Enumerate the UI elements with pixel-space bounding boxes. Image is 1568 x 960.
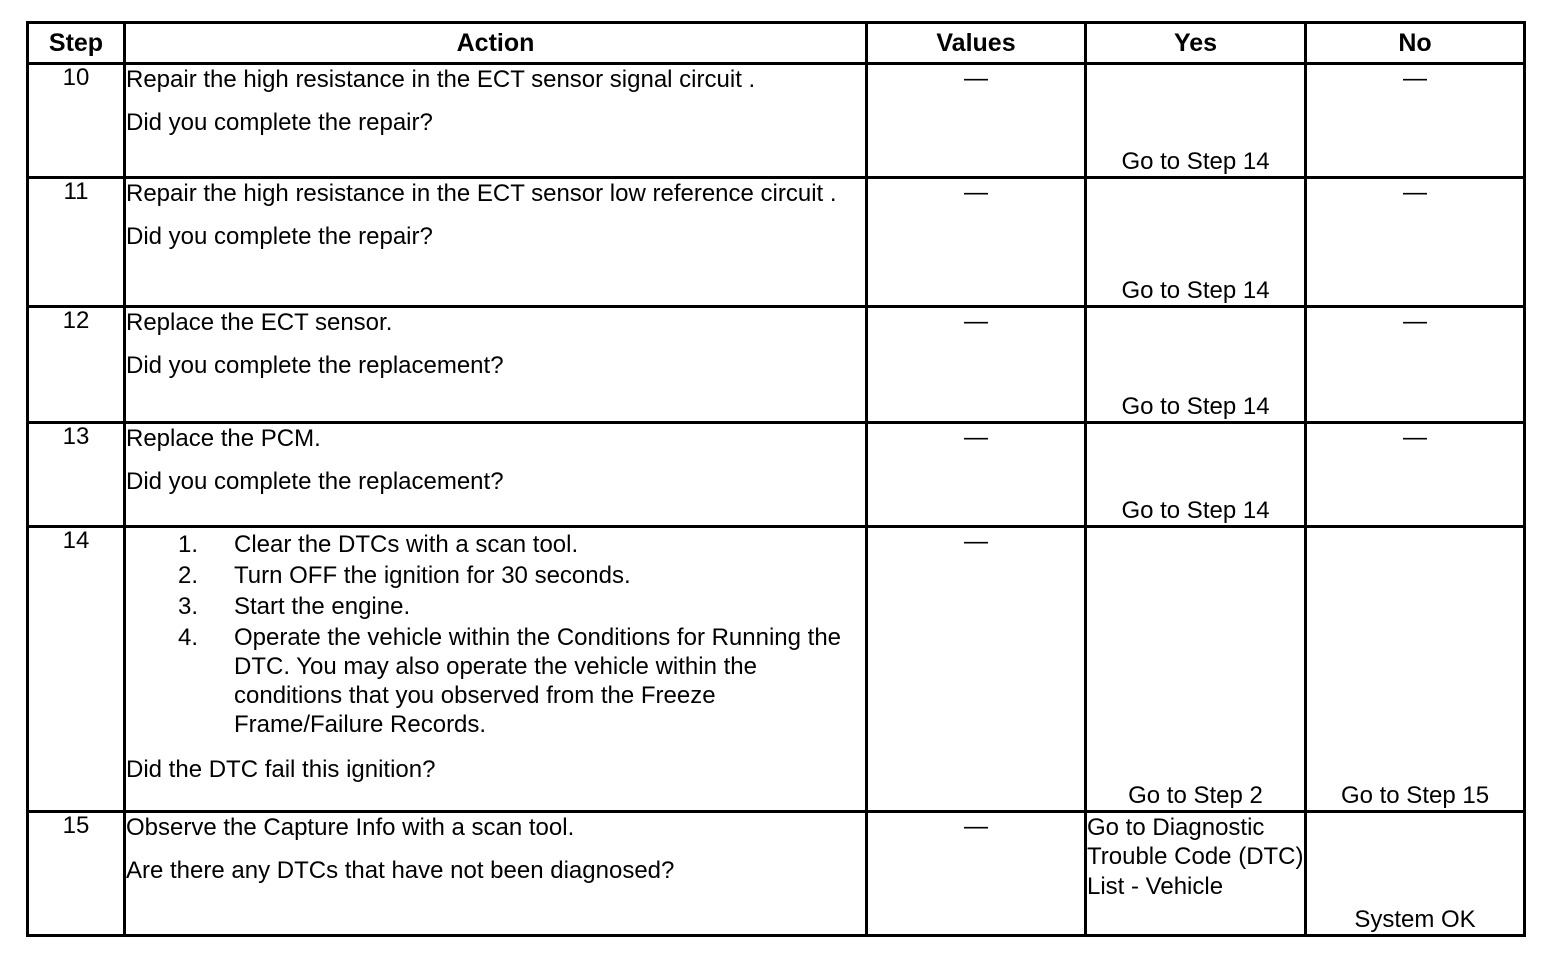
- yes-cell: Go to Step 14: [1084, 176, 1307, 308]
- action-spacer: [126, 842, 865, 856]
- values-cell: —: [865, 176, 1087, 308]
- values-cell: —: [865, 62, 1087, 179]
- list-item: Operate the vehicle within the Condition…: [178, 623, 842, 739]
- table-header-row: Step Action Values Yes No: [26, 21, 1526, 65]
- table-row: 13 Replace the PCM. Did you complete the…: [26, 421, 1526, 528]
- em-dash: —: [964, 65, 988, 92]
- list-item: Turn OFF the ignition for 30 seconds.: [178, 561, 631, 590]
- em-dash: —: [1403, 308, 1427, 335]
- em-dash: —: [1403, 424, 1427, 451]
- em-dash: —: [1403, 179, 1427, 206]
- action-cell: Replace the PCM. Did you complete the re…: [123, 421, 868, 528]
- action-question: Did you complete the replacement?: [126, 468, 504, 496]
- values-cell: —: [865, 525, 1087, 813]
- list-item: Start the engine.: [178, 592, 411, 621]
- values-cell: —: [865, 810, 1087, 937]
- action-cell: Clear the DTCs with a scan tool. Turn OF…: [123, 525, 868, 813]
- action-question: Did you complete the repair?: [126, 223, 433, 251]
- action-cell: Replace the ECT sensor. Did you complete…: [123, 305, 868, 424]
- action-question: Did the DTC fail this ignition?: [126, 756, 436, 784]
- step-number: 15: [26, 810, 126, 937]
- table-row: 15 Observe the Capture Info with a scan …: [26, 810, 1526, 937]
- yes-cell: Go to Step 14: [1084, 421, 1307, 528]
- action-spacer: [126, 337, 865, 351]
- action-spacer: [126, 741, 865, 755]
- column-header-no: No: [1304, 21, 1526, 65]
- column-header-values: Values: [865, 21, 1087, 65]
- table-row: 10 Repair the high resistance in the ECT…: [26, 62, 1526, 179]
- table-row: 14 Clear the DTCs with a scan tool. Turn…: [26, 525, 1526, 813]
- column-header-yes: Yes: [1084, 21, 1307, 65]
- action-cell: Repair the high resistance in the ECT se…: [123, 62, 868, 179]
- action-step-list: Clear the DTCs with a scan tool. Turn OF…: [126, 530, 865, 741]
- step-number: 10: [26, 62, 126, 179]
- action-instruction: Replace the ECT sensor.: [126, 309, 393, 336]
- action-question: Are there any DTCs that have not been di…: [126, 857, 675, 885]
- values-cell: —: [865, 421, 1087, 528]
- action-spacer: [126, 453, 865, 467]
- yes-cell: Go to Step 2: [1084, 525, 1307, 813]
- em-dash: —: [964, 308, 988, 335]
- action-cell: Observe the Capture Info with a scan too…: [123, 810, 868, 937]
- no-cell: System OK: [1304, 810, 1526, 937]
- action-question: Did you complete the replacement?: [126, 352, 504, 380]
- action-instruction: Replace the PCM.: [126, 425, 321, 452]
- action-spacer: [126, 208, 865, 222]
- column-header-step: Step: [26, 21, 126, 65]
- action-instruction: Repair the high resistance in the ECT se…: [126, 180, 837, 207]
- step-number: 11: [26, 176, 126, 308]
- action-instruction: Repair the high resistance in the ECT se…: [126, 66, 756, 93]
- em-dash: —: [964, 528, 988, 555]
- em-dash: —: [964, 813, 988, 840]
- action-question: Did you complete the repair?: [126, 109, 433, 137]
- yes-cell: Go to Step 14: [1084, 62, 1307, 179]
- values-cell: —: [865, 305, 1087, 424]
- yes-cell: Go to Step 14: [1084, 305, 1307, 424]
- no-cell: —: [1304, 176, 1526, 308]
- em-dash: —: [964, 424, 988, 451]
- step-number: 14: [26, 525, 126, 813]
- yes-cell: Go to Diagnostic Trouble Code (DTC) List…: [1084, 810, 1307, 937]
- step-number: 12: [26, 305, 126, 424]
- em-dash: —: [1403, 65, 1427, 92]
- action-spacer: [126, 94, 865, 108]
- table-row: 11 Repair the high resistance in the ECT…: [26, 176, 1526, 308]
- em-dash: —: [964, 179, 988, 206]
- no-cell: —: [1304, 421, 1526, 528]
- step-number: 13: [26, 421, 126, 528]
- diagnostic-step-table: Step Action Values Yes No 10 Repair the …: [26, 21, 1526, 937]
- table-row: 12 Replace the ECT sensor. Did you compl…: [26, 305, 1526, 424]
- column-header-action: Action: [123, 21, 868, 65]
- no-cell: —: [1304, 305, 1526, 424]
- no-cell: Go to Step 15: [1304, 525, 1526, 813]
- no-cell: —: [1304, 62, 1526, 179]
- action-instruction: Observe the Capture Info with a scan too…: [126, 814, 575, 841]
- list-item: Clear the DTCs with a scan tool.: [178, 530, 579, 559]
- action-cell: Repair the high resistance in the ECT se…: [123, 176, 868, 308]
